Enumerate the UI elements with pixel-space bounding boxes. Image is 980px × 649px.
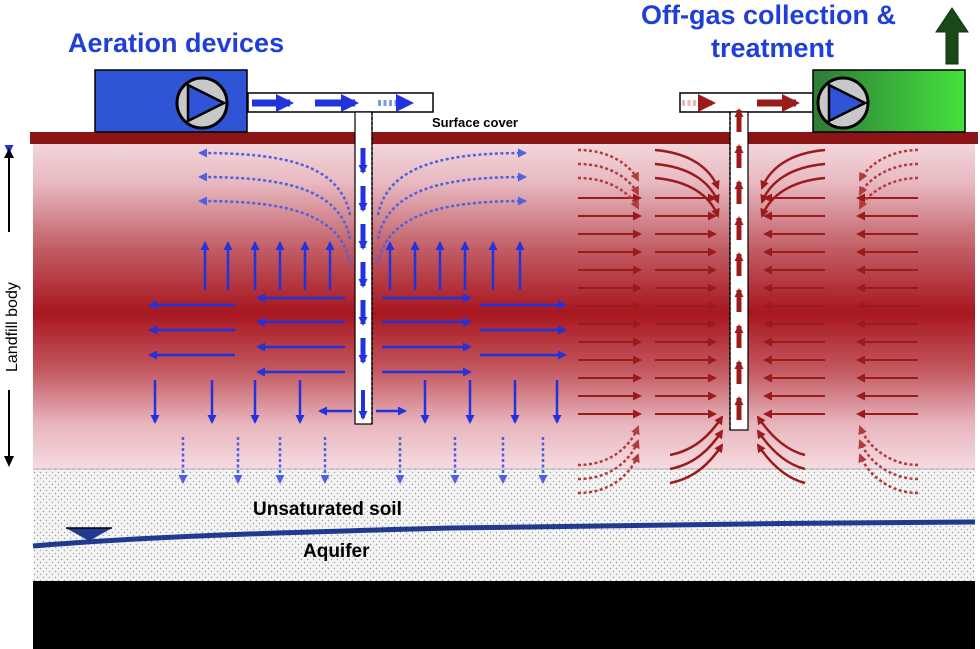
gas-flow-arrow bbox=[858, 439, 919, 481]
gas-flow-arrow bbox=[577, 425, 640, 467]
gas-flow-arrow bbox=[858, 162, 919, 196]
gas-flow-arrow bbox=[669, 415, 724, 457]
air-flow-arrow bbox=[198, 172, 352, 240]
landfill-body-label: Landfill body bbox=[4, 282, 21, 372]
gas-flow-arrow bbox=[756, 415, 806, 457]
gas-flow-arrow bbox=[858, 148, 919, 182]
aquifer-label: Aquifer bbox=[303, 541, 370, 562]
gas-flow-arrow bbox=[654, 148, 720, 190]
gas-flow-arrow bbox=[577, 439, 640, 481]
gas-flow-arrow bbox=[577, 176, 640, 210]
gas-flow-arrow bbox=[858, 425, 919, 467]
landfill-body-scale bbox=[4, 145, 14, 467]
gas-flow-arrow bbox=[756, 429, 806, 471]
gas-flow-arrow bbox=[760, 148, 826, 190]
air-flow-arrow bbox=[376, 148, 527, 216]
pump-icon bbox=[175, 76, 229, 130]
gas-flow-arrow bbox=[577, 148, 640, 182]
water-table-marker-icon bbox=[66, 527, 112, 541]
unsaturated-soil-label: Unsaturated soil bbox=[253, 499, 402, 520]
offgas-title-line1: Off-gas collection & bbox=[641, 0, 896, 30]
gas-flow-arrow bbox=[577, 162, 640, 196]
up-arrow-icon bbox=[935, 7, 969, 65]
gas-flow-arrow bbox=[654, 176, 720, 218]
aeration-devices-title: Aeration devices bbox=[68, 28, 284, 58]
surface-cover-label: Surface cover bbox=[432, 115, 518, 130]
air-flow-arrow bbox=[376, 196, 527, 264]
surface-cover bbox=[30, 132, 978, 144]
pump-icon bbox=[816, 76, 870, 130]
gas-flow-arrow bbox=[577, 453, 640, 495]
air-flow-arrow bbox=[198, 148, 352, 216]
gas-flow-arrow bbox=[858, 176, 919, 210]
gas-flow-arrow bbox=[669, 429, 724, 471]
bedrock bbox=[33, 581, 975, 649]
landfill-body bbox=[33, 144, 975, 469]
gas-flow-arrow bbox=[760, 176, 826, 218]
gas-flow-arrow bbox=[756, 443, 806, 485]
air-flow-arrow bbox=[198, 196, 352, 264]
water-table-line bbox=[32, 519, 976, 549]
gas-flow-arrow bbox=[858, 453, 919, 495]
gas-flow-arrow bbox=[669, 443, 724, 485]
gas-flow-arrow bbox=[654, 162, 720, 204]
offgas-title-line2: treatment bbox=[711, 33, 834, 63]
air-flow-arrow bbox=[376, 172, 527, 240]
gas-flow-arrow bbox=[760, 162, 826, 204]
